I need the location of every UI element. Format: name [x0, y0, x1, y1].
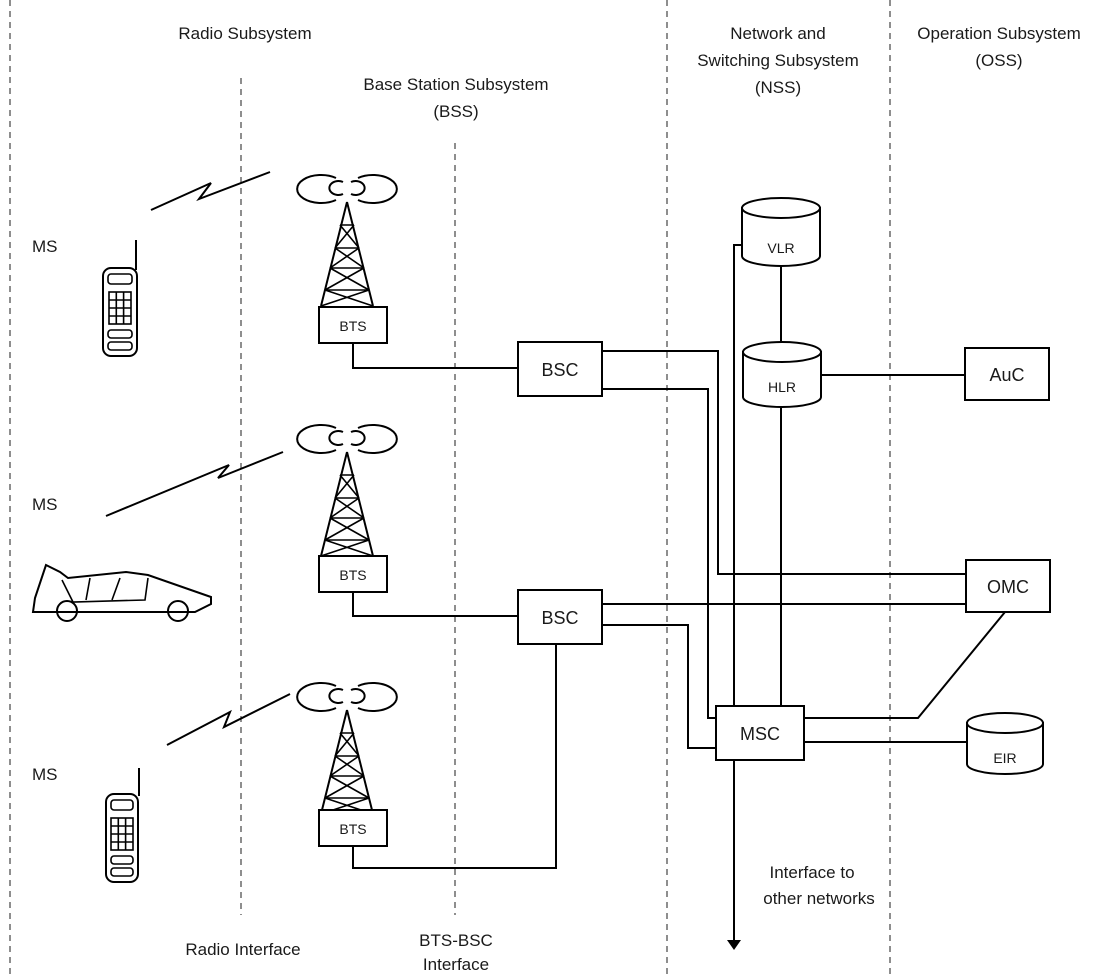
car-icon	[33, 565, 211, 621]
nss-heading-line1: Network and	[730, 24, 825, 43]
bts-tower-icon	[297, 175, 397, 306]
radio-interface-label: Radio Interface	[185, 940, 300, 959]
oss-heading-line2: (OSS)	[975, 51, 1022, 70]
bts-bsc-interface-label-line2: Interface	[423, 955, 489, 974]
omc-node: OMC	[966, 560, 1050, 612]
bts-label: BTS	[339, 567, 366, 583]
bts-bsc-interface-label-line1: BTS-BSC	[419, 931, 493, 950]
msc-node: MSC	[716, 706, 804, 760]
vlr-label: VLR	[767, 240, 794, 256]
bsc-node: BSC	[518, 342, 602, 396]
other-networks-label-line2: other networks	[763, 889, 875, 908]
hlr-database: HLR	[743, 342, 821, 407]
bts-label: BTS	[339, 821, 366, 837]
radio-subsystem-heading: Radio Subsystem	[178, 24, 311, 43]
radio-link-2	[106, 452, 283, 516]
oss-heading-line1: Operation Subsystem	[917, 24, 1080, 43]
bts-node: BTS	[319, 556, 387, 592]
hlr-label: HLR	[768, 379, 796, 395]
connection-wires	[353, 245, 1005, 950]
bts-node: BTS	[319, 307, 387, 343]
auc-node: AuC	[965, 348, 1049, 400]
nss-heading-line2: Switching Subsystem	[697, 51, 859, 70]
omc-label: OMC	[987, 577, 1029, 597]
radio-link-3	[167, 694, 290, 745]
bts-tower-icon	[297, 425, 397, 556]
bss-heading-line2: (BSS)	[433, 102, 478, 121]
nss-heading-line3: (NSS)	[755, 78, 801, 97]
vlr-database: VLR	[742, 198, 820, 266]
msc-label: MSC	[740, 724, 780, 744]
bss-heading-line1: Base Station Subsystem	[363, 75, 548, 94]
ms-label-2: MS	[32, 495, 58, 514]
bsc-label: BSC	[541, 608, 578, 628]
handset-icon	[106, 768, 139, 882]
handset-icon	[103, 240, 137, 356]
bts-tower-icon	[297, 683, 397, 814]
bts-node: BTS	[319, 810, 387, 846]
ms-label-3: MS	[32, 765, 58, 784]
ms-label-1: MS	[32, 237, 58, 256]
eir-label: EIR	[993, 750, 1016, 766]
bsc-node: BSC	[518, 590, 602, 644]
eir-database: EIR	[967, 713, 1043, 774]
auc-label: AuC	[989, 365, 1024, 385]
bsc-label: BSC	[541, 360, 578, 380]
other-networks-label-line1: Interface to	[769, 863, 854, 882]
radio-link-1	[151, 172, 270, 210]
bts-label: BTS	[339, 318, 366, 334]
